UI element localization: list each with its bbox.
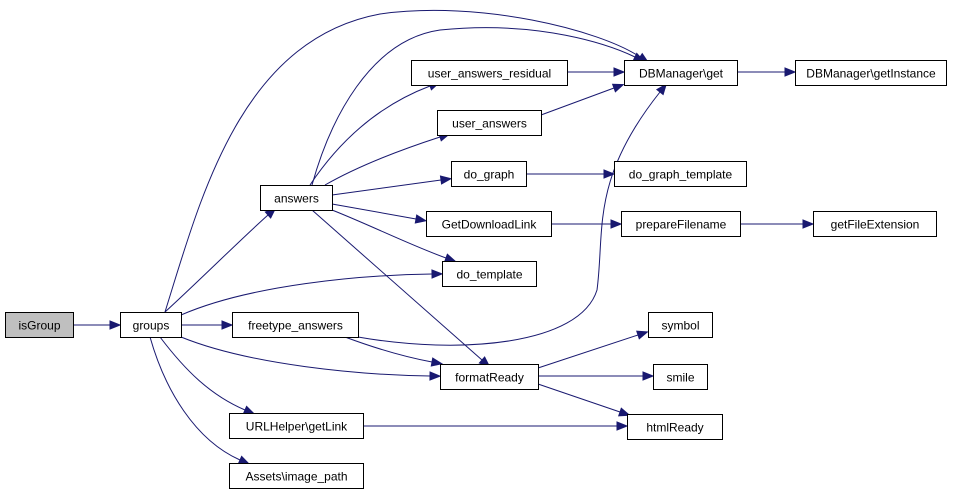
arrowhead-getdownloadlink-to-preparefilename bbox=[610, 219, 623, 229]
edge-answers-to-do_template bbox=[331, 209, 447, 259]
arrowhead-groups-to-freetype_answers bbox=[221, 320, 234, 330]
node-box[interactable] bbox=[624, 60, 738, 86]
arrowhead-user_answers_residual-to-dbmanager_get bbox=[613, 67, 626, 77]
arrowhead-groups-to-do_template bbox=[431, 269, 444, 279]
node-box[interactable] bbox=[437, 110, 542, 136]
node-groups[interactable]: groups bbox=[120, 312, 182, 338]
arrowhead-groups-to-formatready bbox=[429, 371, 442, 381]
arrowhead-isGroup-to-groups bbox=[109, 320, 122, 330]
arrowhead-freetype_answers-to-dbmanager_get bbox=[655, 83, 668, 96]
arrowhead-freetype_answers-to-formatready bbox=[430, 357, 444, 367]
node-box[interactable] bbox=[813, 211, 937, 237]
arrowhead-formatready-to-symbol bbox=[636, 330, 649, 340]
node-label: user_answers_residual bbox=[428, 67, 551, 81]
node-label: DBManager\getInstance bbox=[806, 67, 936, 81]
node-do_graph_template[interactable]: do_graph_template bbox=[614, 161, 747, 187]
node-label: freetype_answers bbox=[248, 319, 343, 333]
arrowhead-formatready-to-htmlready bbox=[617, 407, 631, 417]
node-label: DBManager\get bbox=[639, 67, 724, 81]
node-label: groups bbox=[133, 319, 170, 333]
node-box[interactable] bbox=[451, 161, 527, 187]
node-box[interactable] bbox=[440, 364, 539, 390]
arrowhead-answers-to-do_template bbox=[443, 253, 457, 263]
node-box[interactable] bbox=[260, 185, 333, 211]
arrowhead-do_graph-to-do_graph_template bbox=[603, 169, 616, 179]
arrowhead-preparefilename-to-getfileextension bbox=[802, 219, 815, 229]
edge-answers-to-user_answers_residual bbox=[309, 85, 431, 186]
node-box[interactable] bbox=[229, 463, 364, 489]
node-freetype_answers[interactable]: freetype_answers bbox=[232, 312, 359, 338]
node-box[interactable] bbox=[120, 312, 182, 338]
node-htmlready[interactable]: htmlReady bbox=[627, 414, 723, 440]
edge-user_answers-to-dbmanager_get bbox=[540, 87, 615, 116]
node-box[interactable] bbox=[442, 261, 537, 287]
node-smile[interactable]: smile bbox=[653, 364, 708, 390]
node-dbmanager_getinstance[interactable]: DBManager\getInstance bbox=[795, 60, 947, 86]
node-box[interactable] bbox=[648, 312, 713, 338]
node-do_graph[interactable]: do_graph bbox=[451, 161, 527, 187]
node-label: URLHelper\getLink bbox=[246, 420, 348, 434]
node-label: isGroup bbox=[18, 319, 60, 333]
arrowhead-answers-to-do_graph bbox=[439, 175, 453, 185]
edge-answers-to-user_answers bbox=[324, 136, 441, 186]
node-user_answers[interactable]: user_answers bbox=[437, 110, 542, 136]
node-getdownloadlink[interactable]: GetDownloadLink bbox=[426, 211, 552, 237]
edge-answers-to-getdownloadlink bbox=[331, 203, 417, 220]
node-label: do_graph bbox=[464, 168, 515, 182]
arrowhead-groups-to-urlhelper_getlink bbox=[242, 405, 256, 415]
edge-freetype_answers-to-formatready bbox=[344, 336, 433, 363]
node-box[interactable] bbox=[426, 211, 552, 237]
edge-groups-to-dbmanager_get bbox=[164, 9, 641, 313]
edge-answers-to-formatready bbox=[311, 209, 483, 361]
node-label: htmlReady bbox=[646, 421, 703, 435]
node-box[interactable] bbox=[614, 161, 747, 187]
node-urlhelper_getlink[interactable]: URLHelper\getLink bbox=[229, 413, 364, 439]
nodes-layer: isGroup groups answers freetype_answersURLH… bbox=[5, 60, 947, 489]
arrowhead-answers-to-getdownloadlink bbox=[414, 214, 428, 224]
node-box[interactable] bbox=[411, 60, 568, 86]
node-label: symbol bbox=[661, 319, 699, 333]
node-preparefilename[interactable]: prepareFilename bbox=[621, 211, 741, 237]
node-box[interactable] bbox=[653, 364, 708, 390]
node-user_answers_residual[interactable]: user_answers_residual bbox=[411, 60, 568, 86]
arrowhead-urlhelper_getlink-to-htmlready bbox=[616, 421, 629, 431]
edge-groups-to-urlhelper_getlink bbox=[159, 336, 246, 411]
edge-answers-to-do_graph bbox=[331, 179, 442, 196]
edge-formatready-to-symbol bbox=[537, 334, 639, 369]
arrowhead-formatready-to-smile bbox=[642, 371, 655, 381]
node-label: GetDownloadLink bbox=[442, 218, 538, 232]
arrowhead-dbmanager_get-to-dbmanager_getinstance bbox=[784, 67, 797, 77]
edge-answers-to-dbmanager_get bbox=[311, 27, 636, 186]
node-formatready[interactable]: formatReady bbox=[440, 364, 539, 390]
node-label: getFileExtension bbox=[831, 218, 920, 232]
node-symbol[interactable]: symbol bbox=[648, 312, 713, 338]
node-box[interactable] bbox=[795, 60, 947, 86]
node-dbmanager_get[interactable]: DBManager\get bbox=[624, 60, 738, 86]
node-label: user_answers bbox=[452, 117, 527, 131]
node-label: prepareFilename bbox=[636, 218, 727, 232]
node-box[interactable] bbox=[621, 211, 741, 237]
node-label: do_template bbox=[456, 268, 522, 282]
node-answers[interactable]: answers bbox=[260, 185, 333, 211]
edge-groups-to-formatready bbox=[180, 336, 431, 377]
node-label: Assets\image_path bbox=[245, 470, 347, 484]
node-label: do_graph_template bbox=[629, 168, 733, 182]
edge-groups-to-answers bbox=[164, 214, 269, 313]
edge-groups-to-do_template bbox=[180, 273, 433, 316]
edge-formatready-to-htmlready bbox=[537, 383, 621, 413]
node-box[interactable] bbox=[232, 312, 359, 338]
node-do_template[interactable]: do_template bbox=[442, 261, 537, 287]
node-box[interactable] bbox=[229, 413, 364, 439]
node-box[interactable] bbox=[627, 414, 723, 440]
node-label: smile bbox=[666, 371, 694, 385]
node-label: formatReady bbox=[455, 371, 524, 385]
arrowhead-user_answers-to-dbmanager_get bbox=[611, 83, 625, 93]
node-isGroup[interactable]: isGroup bbox=[5, 312, 74, 338]
arrowhead-groups-to-assets_image_path bbox=[237, 455, 251, 465]
node-getfileextension[interactable]: getFileExtension bbox=[813, 211, 937, 237]
node-box[interactable] bbox=[5, 312, 74, 338]
node-label: answers bbox=[274, 192, 319, 206]
edge-groups-to-assets_image_path bbox=[149, 336, 241, 461]
node-assets_image_path[interactable]: Assets\image_path bbox=[229, 463, 364, 489]
